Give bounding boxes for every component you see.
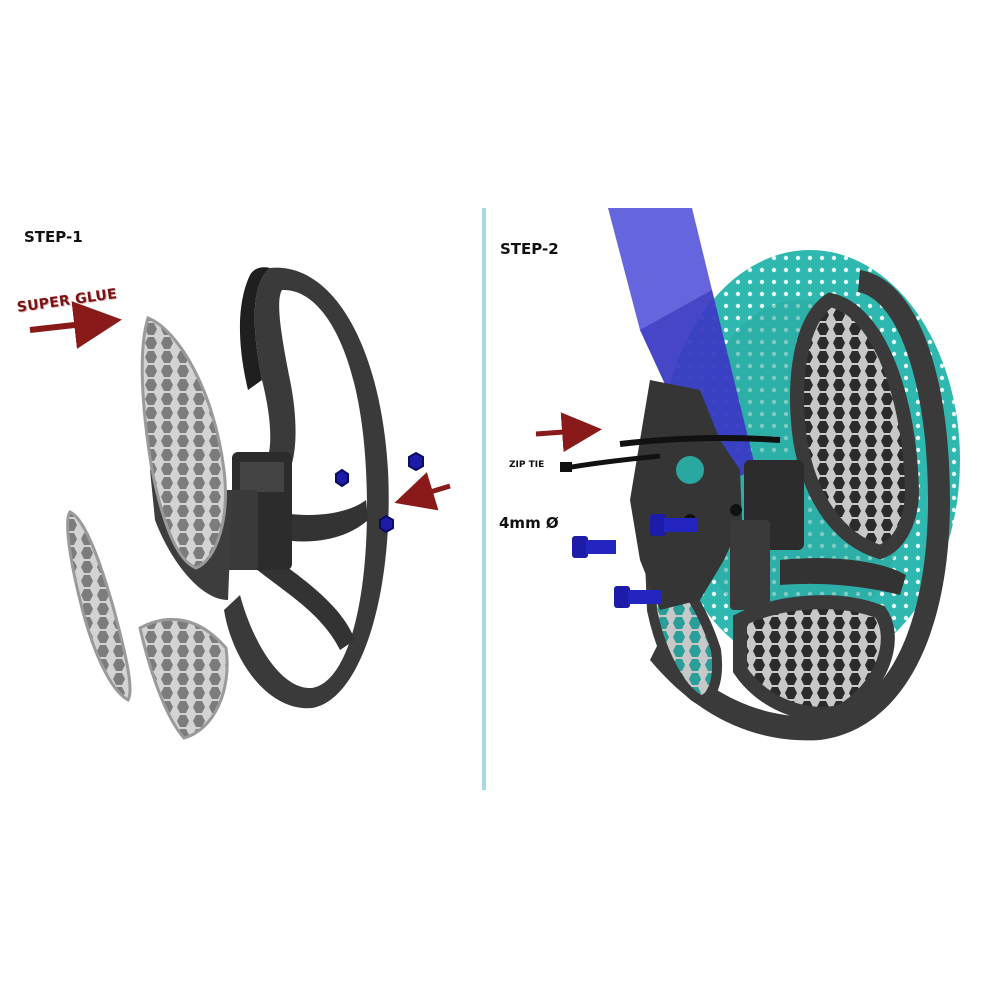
hex-insert-lower [733, 595, 895, 721]
nut-arrow [394, 472, 451, 511]
step2-arrow [535, 412, 602, 453]
hex-insert-upper [790, 292, 920, 560]
bolt-icon [572, 514, 698, 608]
step2-illustration [535, 208, 960, 741]
superglue-arrow [29, 301, 122, 349]
zip-tie-lower [565, 453, 661, 471]
hex-insert-bottom [138, 617, 229, 740]
nut-icon [335, 451, 424, 534]
hex-insert-left [66, 510, 132, 703]
ziptie-label: ZIP TIE [509, 460, 545, 470]
step2-label: STEP-2 [500, 240, 559, 258]
bolt-size-label: 4mm Ø [499, 514, 559, 532]
guard-frame [224, 267, 389, 709]
zip-tie-upper [619, 434, 781, 447]
guard-frame-edge [239, 267, 270, 390]
hex-insert-large [140, 316, 227, 570]
step1-label: STEP-1 [24, 228, 83, 246]
step1-illustration [29, 267, 451, 740]
